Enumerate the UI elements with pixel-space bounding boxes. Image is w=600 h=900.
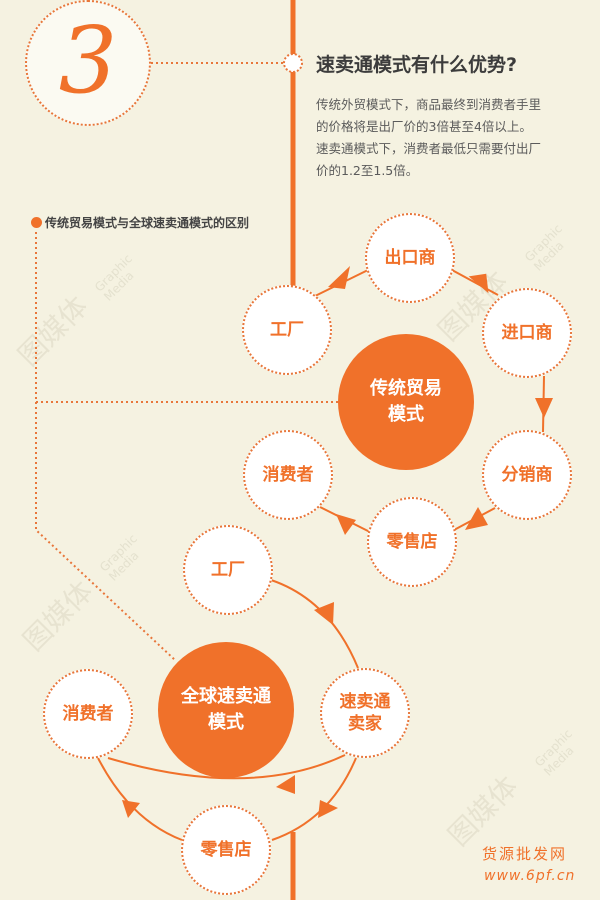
node-retailer: 零售店 bbox=[367, 497, 457, 587]
node-retailer: 零售店 bbox=[181, 805, 271, 895]
node-factory: 工厂 bbox=[183, 525, 273, 615]
node-distributor: 分销商 bbox=[482, 430, 572, 520]
node-exporter: 出口商 bbox=[365, 213, 455, 303]
comparison-label: 传统贸易模式与全球速卖通模式的区别 bbox=[45, 216, 250, 230]
seller-label-line1: 速卖通 bbox=[339, 692, 391, 712]
section-title: 速卖通模式有什么优势? bbox=[316, 54, 518, 76]
node-aliexpress-seller: 速卖通卖家 bbox=[320, 668, 410, 758]
node-importer: 进口商 bbox=[482, 288, 572, 378]
section-number: 3 bbox=[58, 7, 118, 114]
aliexpress-mode-center: 全球速卖通模式 bbox=[158, 642, 294, 778]
node-consumer: 消费者 bbox=[243, 430, 333, 520]
footer-brand: 货源批发网 bbox=[482, 845, 568, 863]
center-label-line1: 传统贸易 bbox=[370, 378, 442, 399]
paragraph-line: 的价格将是出厂价的3倍甚至4倍以上。 bbox=[316, 119, 532, 134]
section-paragraph: 传统外贸模式下，商品最终到消费者手里 的价格将是出厂价的3倍甚至4倍以上。 速卖… bbox=[316, 94, 586, 182]
footer-url: www.6pf.cn bbox=[484, 868, 576, 884]
seller-label-line2: 卖家 bbox=[348, 714, 382, 734]
center-label-line2: 模式 bbox=[208, 712, 244, 733]
node-consumer: 消费者 bbox=[43, 669, 133, 759]
center-label-line1: 全球速卖通 bbox=[181, 686, 271, 707]
bullet-icon bbox=[31, 217, 42, 228]
node-factory: 工厂 bbox=[242, 285, 332, 375]
paragraph-line: 价的1.2至1.5倍。 bbox=[316, 163, 419, 178]
paragraph-line: 传统外贸模式下，商品最终到消费者手里 bbox=[316, 97, 542, 112]
section-number-badge: 3 bbox=[25, 0, 151, 126]
center-label-line2: 模式 bbox=[388, 404, 424, 425]
traditional-mode-center: 传统贸易模式 bbox=[338, 334, 474, 470]
paragraph-line: 速卖通模式下，消费者最低只需要付出厂 bbox=[316, 141, 542, 156]
